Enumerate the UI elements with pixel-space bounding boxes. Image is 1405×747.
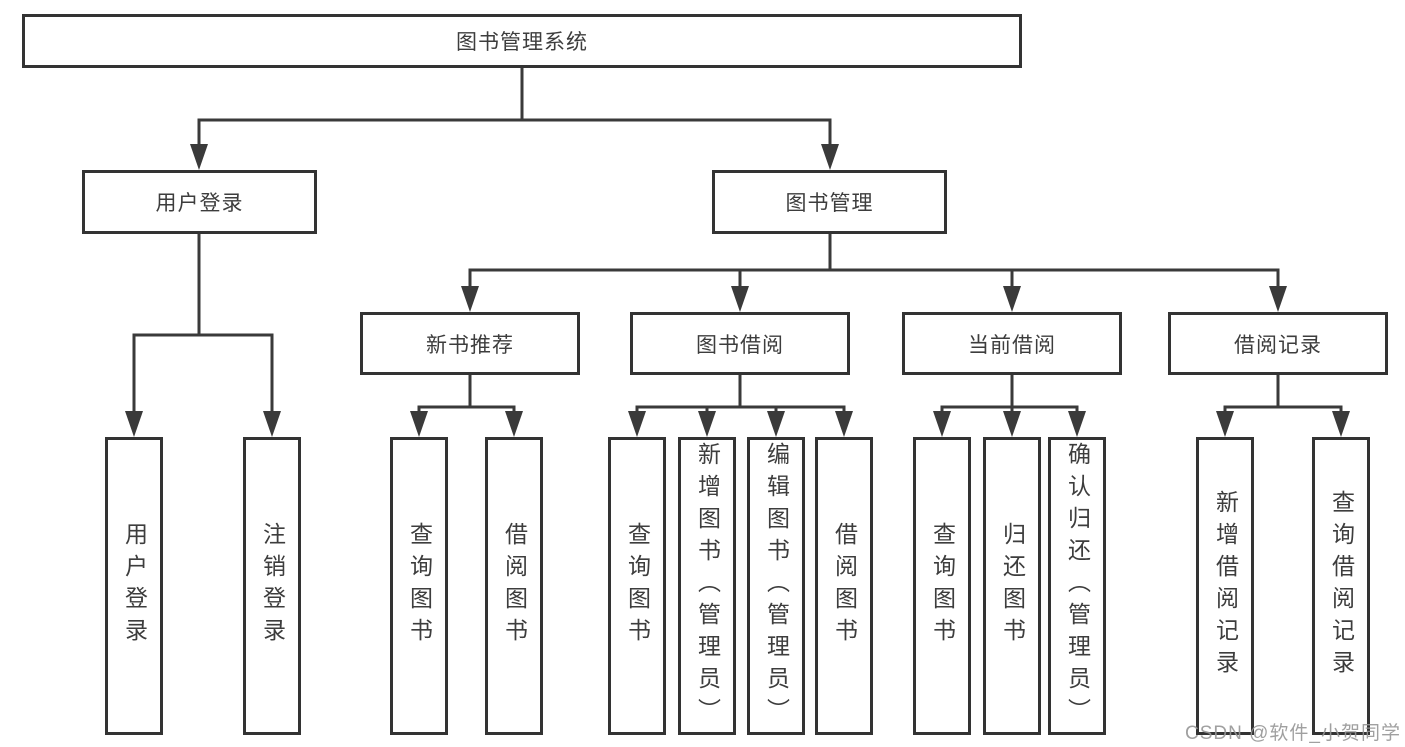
node-borrowing-records: 借阅记录 — [1168, 312, 1388, 375]
node-label: 查询图书 — [406, 522, 433, 650]
node-label: 查询图书 — [624, 522, 651, 650]
node-new-book-recommendation: 新书推荐 — [360, 312, 580, 375]
node-label: 查询图书 — [929, 522, 956, 650]
leaf-query-books-borrow: 查询图书 — [608, 437, 666, 735]
node-label: 图书借阅 — [696, 333, 784, 357]
node-label: 当前借阅 — [968, 333, 1056, 357]
node-label: 图书管理系统 — [456, 31, 588, 54]
node-label: 新书推荐 — [426, 333, 514, 357]
node-label: 图书管理 — [785, 192, 874, 215]
node-label: 用户登录 — [155, 192, 244, 215]
node-label: 借阅记录 — [1234, 333, 1322, 357]
leaf-borrow-books-recommend: 借阅图书 — [485, 437, 543, 735]
leaf-user-login: 用户登录 — [105, 437, 163, 735]
node-label: 确认归还（管理员） — [1064, 442, 1091, 730]
node-label: 编辑图书（管理员） — [763, 442, 790, 730]
node-label: 归还图书 — [999, 522, 1026, 650]
node-current-borrowing: 当前借阅 — [902, 312, 1122, 375]
node-library-management-system: 图书管理系统 — [22, 14, 1022, 68]
node-book-management-branch: 图书管理 — [712, 170, 947, 234]
leaf-add-books-admin: 新增图书（管理员） — [678, 437, 736, 735]
leaf-borrow-books: 借阅图书 — [815, 437, 873, 735]
csdn-watermark: CSDN @软件_小贺同学 — [1185, 723, 1401, 744]
node-label: 新增借阅记录 — [1212, 490, 1239, 682]
node-user-login-branch: 用户登录 — [82, 170, 317, 234]
node-label: 新增图书（管理员） — [694, 442, 721, 730]
leaf-confirm-return-admin: 确认归还（管理员） — [1048, 437, 1106, 735]
leaf-add-borrow-record: 新增借阅记录 — [1196, 437, 1254, 735]
node-label: 注销登录 — [259, 522, 286, 650]
node-label: 查询借阅记录 — [1328, 490, 1355, 682]
leaf-query-borrow-record: 查询借阅记录 — [1312, 437, 1370, 735]
leaf-return-books: 归还图书 — [983, 437, 1041, 735]
leaf-query-books-current: 查询图书 — [913, 437, 971, 735]
leaf-edit-books-admin: 编辑图书（管理员） — [747, 437, 805, 735]
node-label: 借阅图书 — [501, 522, 528, 650]
node-book-borrowing: 图书借阅 — [630, 312, 850, 375]
leaf-logout: 注销登录 — [243, 437, 301, 735]
node-label: 用户登录 — [121, 522, 148, 650]
node-label: 借阅图书 — [831, 522, 858, 650]
leaf-query-books-recommend: 查询图书 — [390, 437, 448, 735]
